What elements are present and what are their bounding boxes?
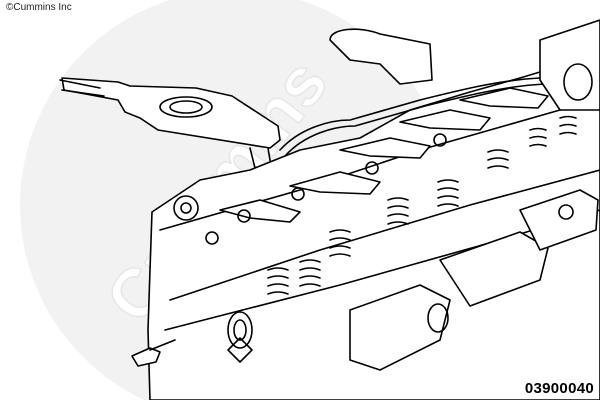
rocker-levers — [205, 87, 549, 245]
figure-id-label: 03900040 — [524, 380, 594, 397]
fuel-fitting — [131, 339, 176, 367]
copyright-notice: ©Cummins Inc — [6, 2, 72, 13]
exhaust-manifold — [349, 189, 599, 371]
turbocharger-housing — [329, 19, 600, 111]
valve-spring-row — [267, 115, 577, 295]
torque-wrench-tool — [59, 77, 281, 197]
fuel-lines — [279, 77, 546, 157]
